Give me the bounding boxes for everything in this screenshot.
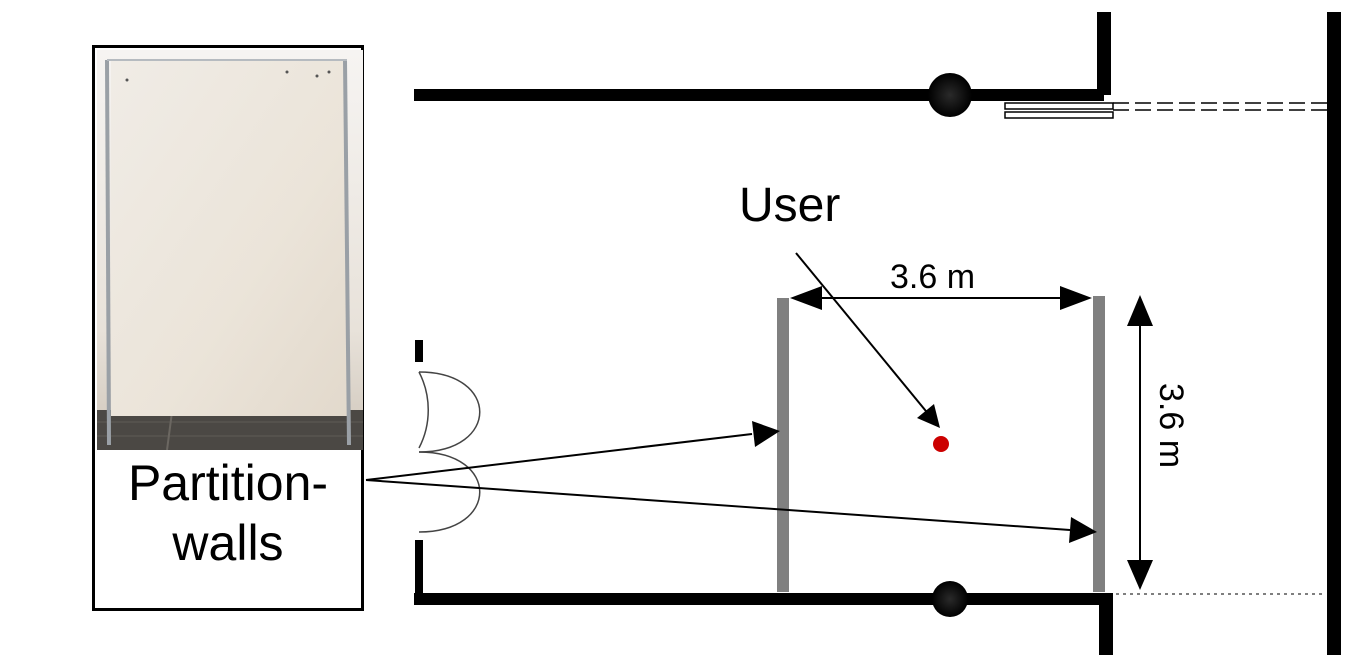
round-column-icon [932,581,968,617]
bottom-wall [414,593,1325,655]
user-position-dot [933,436,949,452]
partition-wall-photo [97,50,363,450]
top-window [1004,102,1328,119]
user-pointer-arrow [795,252,940,428]
caption-line-1: Partition- [127,455,329,511]
depth-dimension-arrow [1127,295,1153,590]
callout-arrow-left-partition [365,421,780,481]
callout-arrow-right-partition [365,479,1097,543]
user-label: User [739,179,841,232]
partition-wall-photo-image [97,50,363,450]
top-wall [414,12,1111,101]
double-swing-door-icon [418,371,481,533]
partition-walls-caption: Partition- walls [95,453,361,573]
depth-dimension-label: 3.6 m [1152,383,1190,469]
partition-walls-callout: Partition- walls [92,45,364,611]
width-dimension-arrow [790,286,1092,310]
width-dimension-label: 3.6 m [890,258,976,296]
round-column-icon [928,73,972,117]
caption-line-2: walls [172,515,284,571]
